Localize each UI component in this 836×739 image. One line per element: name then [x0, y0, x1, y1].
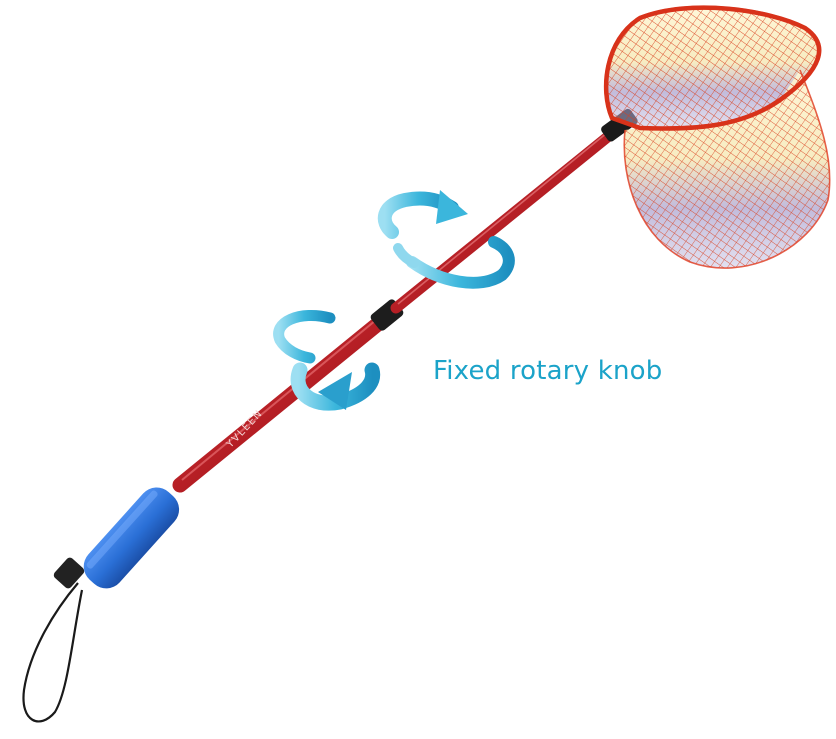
handle-grip	[83, 487, 180, 589]
landing-net	[603, 5, 831, 269]
handle	[53, 487, 180, 589]
rotation-arrow-icon	[273, 309, 381, 411]
feature-caption: Fixed rotary knob	[433, 356, 663, 386]
rotation-arrow-icon	[377, 190, 515, 289]
lanyard-loop	[22, 582, 84, 723]
net-frame	[603, 5, 822, 131]
